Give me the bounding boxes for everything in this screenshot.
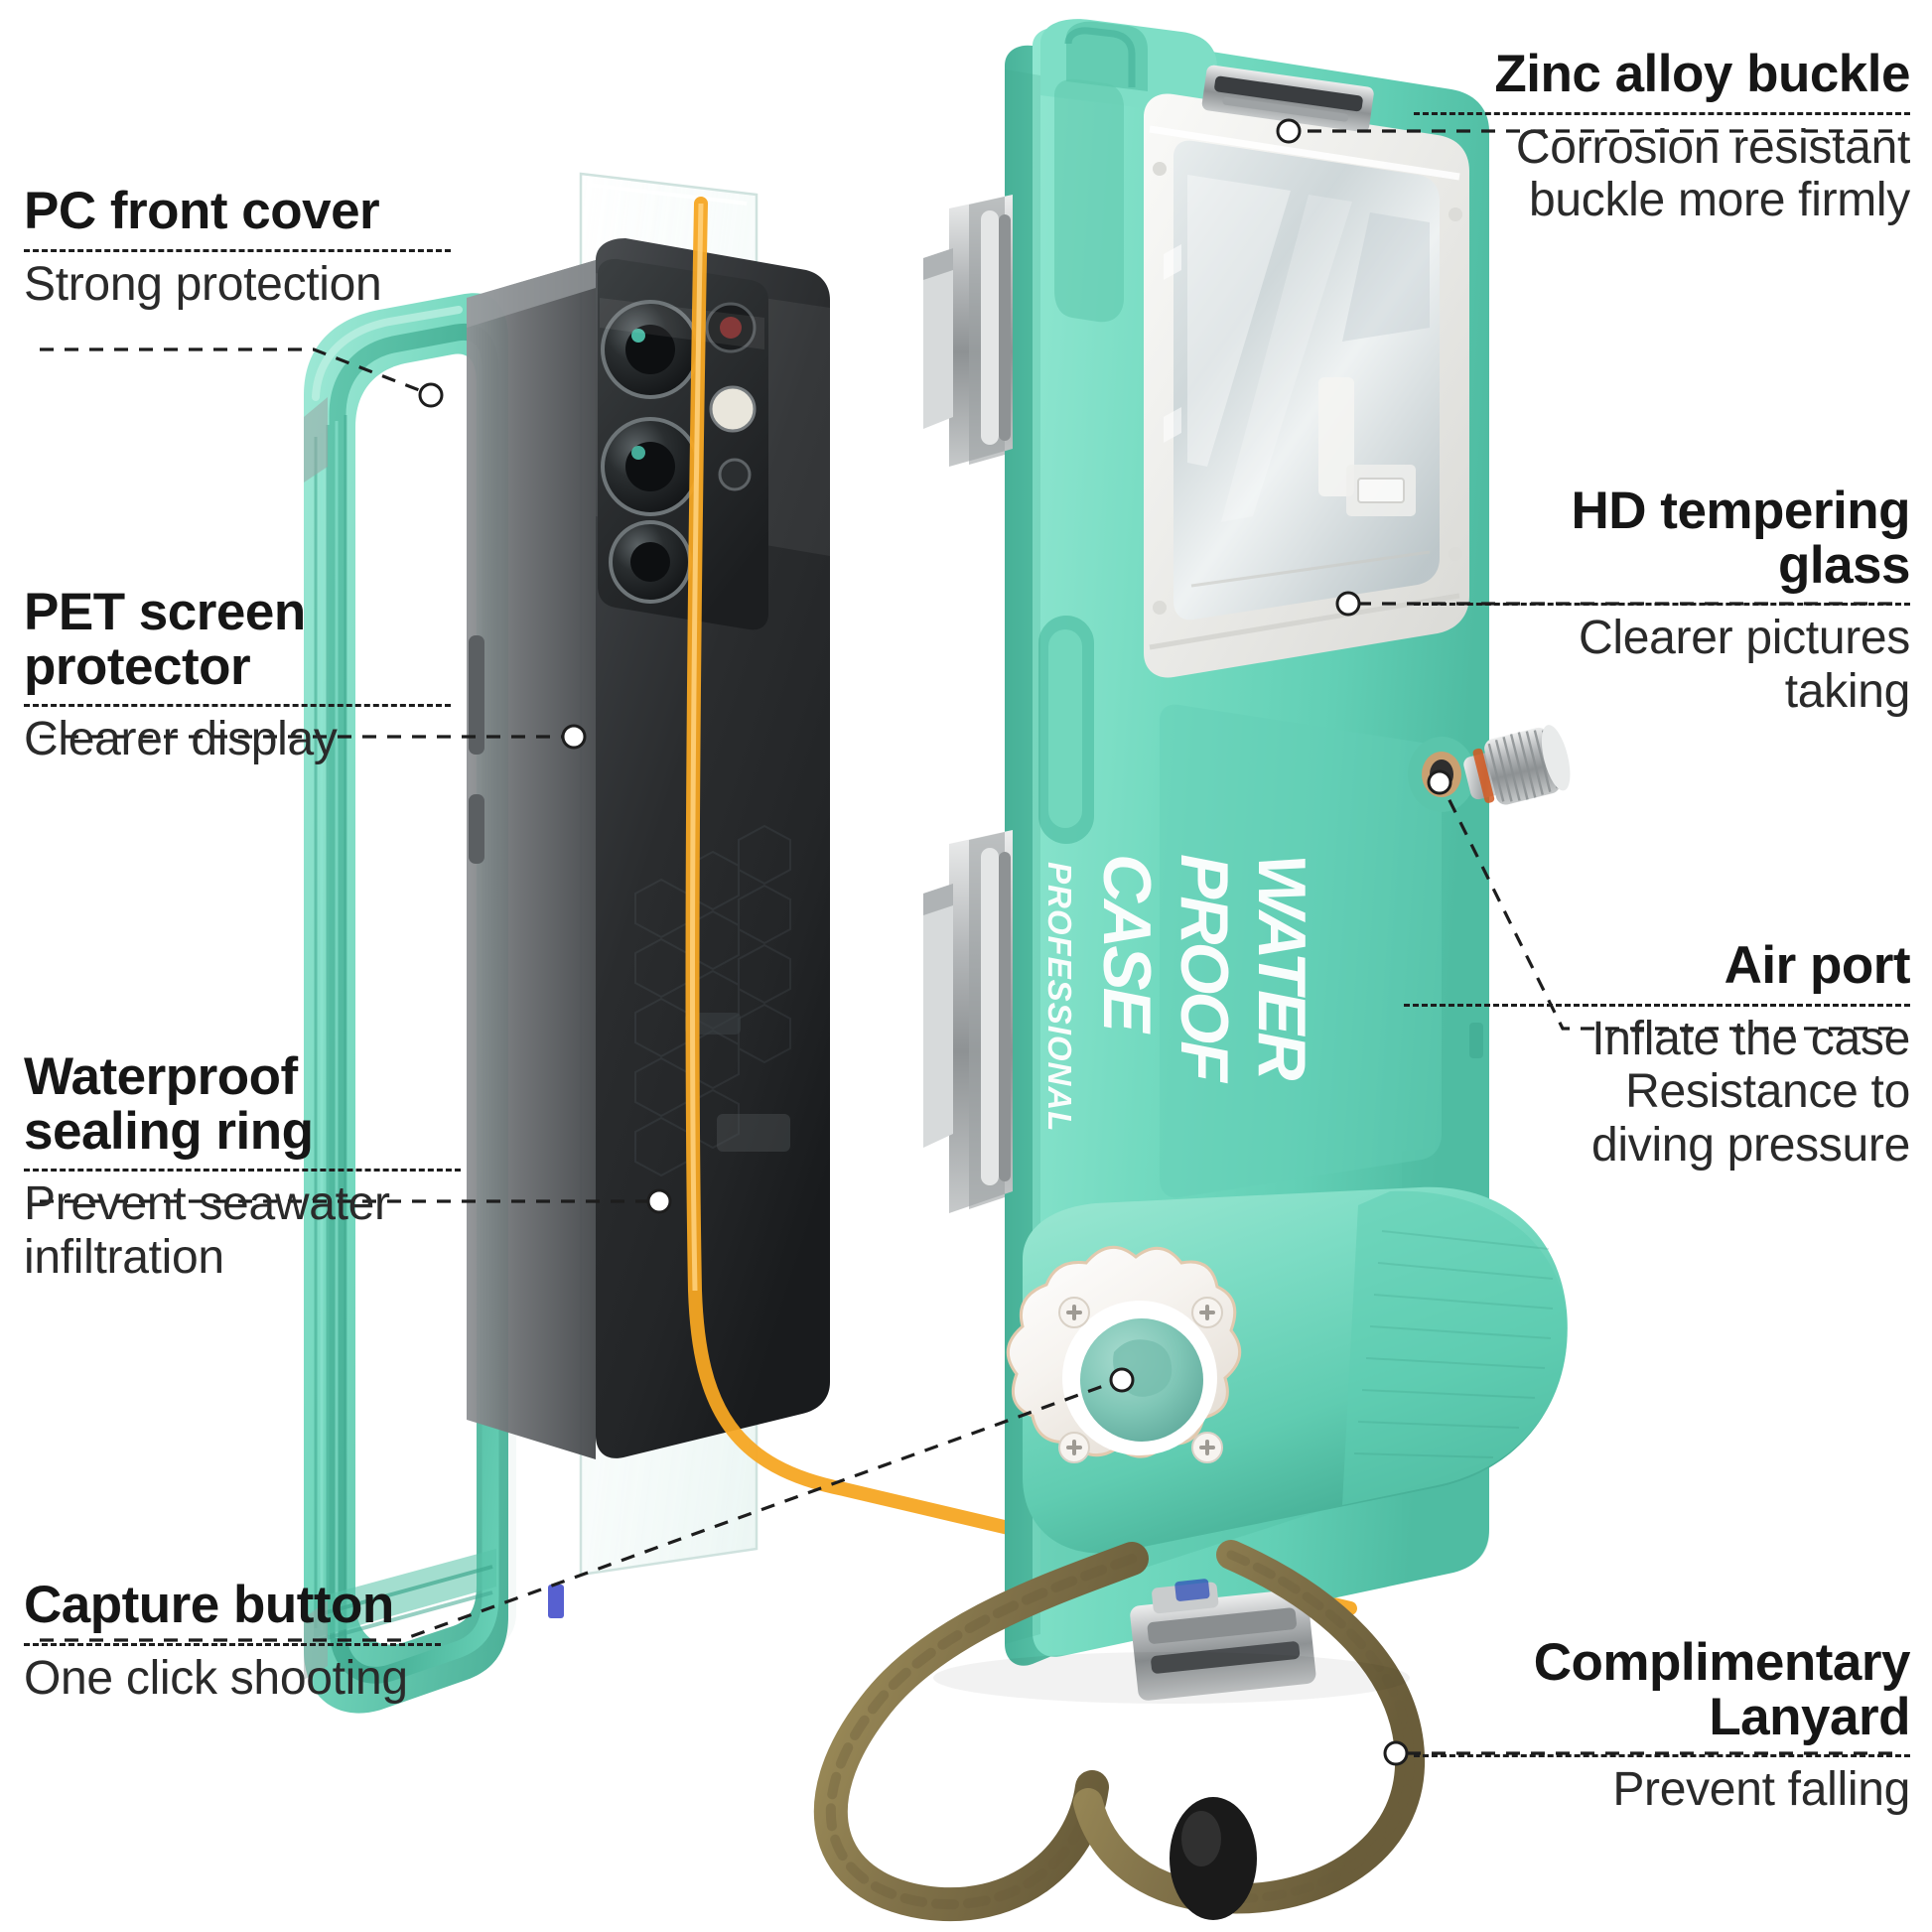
callout-divider xyxy=(1414,603,1910,607)
brand-line-1: WATER xyxy=(1244,854,1319,1080)
callout-complimentary-lanyard: Complimentary Lanyard Prevent falling xyxy=(1414,1633,1911,1817)
brand-sub: PROFESSIONAL xyxy=(1041,862,1078,1132)
callout-pet-screen-protector: PET screen protector Clearer display xyxy=(24,583,451,766)
callout-desc: Prevent seawater infiltration xyxy=(24,1177,390,1284)
callout-title: HD tempering glass xyxy=(1571,482,1911,595)
leader-air-port xyxy=(1440,783,1892,1031)
hinge-lower xyxy=(923,830,1013,1213)
callout-divider xyxy=(24,1642,441,1646)
endpoint-capture-button xyxy=(1109,1367,1135,1393)
callout-desc: Strong protection xyxy=(24,257,382,311)
endpoint-pc-front-cover xyxy=(418,382,444,408)
leader-endpoints xyxy=(418,118,1452,1766)
callout-hd-tempering-glass: HD tempering glass Clearer pictures taki… xyxy=(1414,482,1911,719)
callout-divider xyxy=(24,704,451,708)
callout-desc: Clearer pictures taking xyxy=(1579,612,1910,718)
callout-title: Zinc alloy buckle xyxy=(1494,45,1910,103)
zinc-alloy-hinges xyxy=(923,65,1374,1701)
callout-capture-button: Capture button One click shooting xyxy=(24,1576,441,1705)
callout-desc: Prevent falling xyxy=(1612,1763,1910,1817)
endpoint-zinc-alloy-buckle xyxy=(1276,118,1302,144)
case-brand-text: WATER PROOF CASE PROFESSIONAL xyxy=(1041,854,1319,1132)
callout-divider xyxy=(1414,111,1910,115)
callout-air-port: Air port Inflate the case Resistance to … xyxy=(1404,936,1911,1173)
brand-line-2: PROOF xyxy=(1167,854,1242,1083)
callout-title: PET screen protector xyxy=(24,583,306,696)
callout-waterproof-sealing-ring: Waterproof sealing ring Prevent seawater… xyxy=(24,1047,461,1285)
callout-divider xyxy=(24,1169,461,1173)
air-port xyxy=(1408,725,1571,812)
brand-line-3: CASE xyxy=(1089,854,1165,1035)
callout-title: Capture button xyxy=(24,1576,394,1634)
callout-title: Waterproof sealing ring xyxy=(24,1047,314,1161)
leader-capture-button xyxy=(40,1378,1121,1642)
endpoint-lanyard xyxy=(1383,1740,1409,1766)
leader-pc-front-cover xyxy=(40,347,428,395)
callout-pc-front-cover: PC front cover Strong protection xyxy=(24,182,451,311)
callout-desc: Inflate the case Resistance to diving pr… xyxy=(1590,1012,1910,1173)
callout-divider xyxy=(1414,1754,1910,1758)
buckle-bottom xyxy=(1130,1579,1316,1701)
callout-zinc-alloy-buckle: Zinc alloy buckle Corrosion resistant bu… xyxy=(1414,45,1911,227)
callout-divider xyxy=(1404,1003,1910,1007)
camera-lens-array xyxy=(601,300,757,604)
endpoint-pet-screen-protector xyxy=(561,724,587,750)
callout-title: PC front cover xyxy=(24,182,380,240)
phone-device xyxy=(467,238,830,1459)
endpoint-waterproof-sealing xyxy=(646,1188,672,1214)
callout-divider xyxy=(24,248,451,252)
endpoint-hd-tempering-glass xyxy=(1335,591,1361,617)
brand-plate xyxy=(1160,704,1442,1198)
callout-desc: Corrosion resistant buckle more firmly xyxy=(1515,120,1910,227)
hinge-upper xyxy=(923,195,1013,467)
callout-title: Complimentary Lanyard xyxy=(1533,1633,1911,1746)
endpoint-air-port xyxy=(1427,769,1452,795)
callout-desc: One click shooting xyxy=(24,1651,408,1705)
complimentary-lanyard xyxy=(813,1540,1426,1922)
callout-title: Air port xyxy=(1724,936,1911,995)
callout-desc: Clearer display xyxy=(24,713,338,766)
hd-glass-window xyxy=(1144,93,1469,678)
